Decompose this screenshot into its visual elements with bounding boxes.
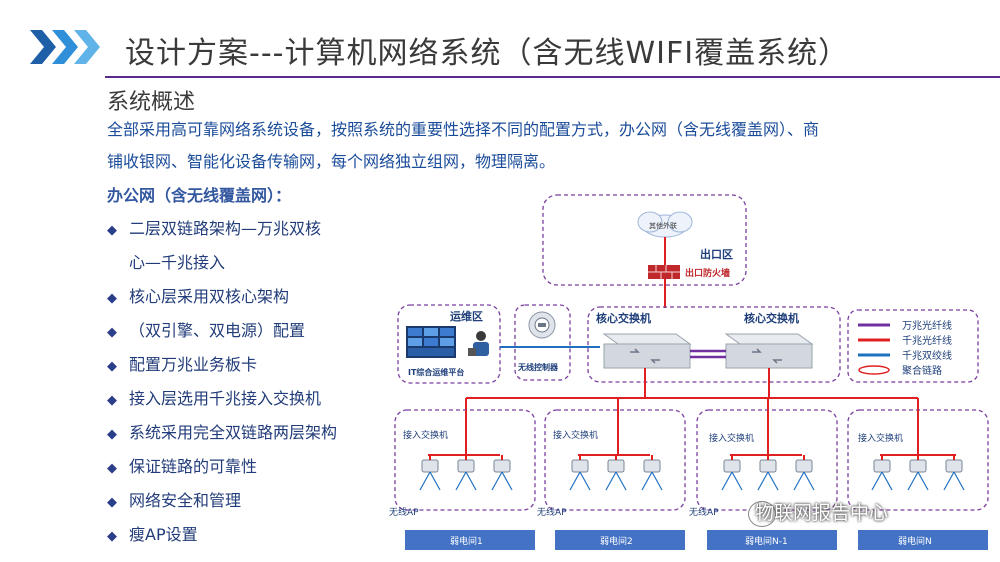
bullet-item: ◆配置万兆业务板卡 [107, 348, 337, 382]
core-switch-icon [602, 333, 692, 369]
network-topology-diagram: 其他外联 出口区 出口防火墙 运维区 [389, 194, 989, 550]
core-switch-label-1: 核心交换机 [596, 311, 651, 325]
access-rooms: 接入交换机 无线AP 弱电间1 接入交换机 无线AP [389, 409, 989, 550]
cloud-label: 其他外联 [649, 221, 677, 230]
diamond-bullet-icon: ◆ [107, 325, 117, 340]
bullet-item: ◆系统采用完全双链路两层架构 [107, 416, 337, 450]
core-zone-box [587, 306, 841, 383]
access-switch-label: 接入交换机 [709, 432, 754, 444]
firewall-icon [648, 265, 680, 279]
bullet-item: ◆保证链路的可靠性 [107, 450, 337, 484]
wireless-controller-box [514, 304, 571, 381]
bullet-item: ◆二层双链路架构—万兆双核 [107, 212, 337, 246]
room-bar [405, 530, 535, 550]
room-label: 弱电间N-1 [745, 535, 788, 547]
ops-zone-box [397, 304, 501, 384]
wireless-controller-icon [528, 311, 556, 339]
title-divider [105, 76, 1000, 78]
room-label: 弱电间2 [600, 535, 633, 547]
diamond-bullet-icon: ◆ [107, 529, 117, 544]
bullet-list: ◆二层双链路架构—万兆双核 心—千兆接入 ◆核心层采用双核心架构 ◆（双引擎、双… [107, 212, 337, 552]
diamond-bullet-icon: ◆ [107, 495, 117, 510]
room-bar [858, 530, 988, 550]
wechat-logo-icon [748, 501, 776, 527]
legend-label: 千兆光纤线 [902, 334, 952, 347]
bullet-item: ◆瘦AP设置 [107, 518, 337, 552]
chevron-arrows-icon [30, 30, 100, 64]
bullet-item: ◆网络安全和管理 [107, 484, 337, 518]
intro-line: 全部采用高可靠网络系统设备，按照系统的重要性选择不同的配置方式，办公网（含无线覆… [107, 120, 820, 139]
operator-icon [468, 331, 489, 356]
bullet-item: ◆接入层选用千兆接入交换机 [107, 382, 337, 416]
ops-platform-label: IT综合运维平台 [408, 367, 464, 377]
diamond-bullet-icon: ◆ [107, 359, 117, 374]
access-switch-label: 接入交换机 [403, 429, 448, 441]
diamond-bullet-icon: ◆ [107, 223, 117, 238]
legend-label: 万兆光纤线 [902, 319, 952, 332]
core-switch-label-2: 核心交换机 [744, 311, 799, 325]
ap-label: 无线AP [537, 506, 567, 518]
watermark: 物联网报告中心 [755, 502, 889, 524]
ops-zone-label: 运维区 [450, 309, 483, 323]
bullet-item: ◆核心层采用双核心架构 [107, 280, 337, 314]
core-switch-icon [724, 333, 814, 369]
room-label: 弱电间N [898, 535, 932, 547]
diamond-bullet-icon: ◆ [107, 291, 117, 306]
ap-label: 无线AP [389, 506, 419, 518]
bullet-item-continuation: 心—千兆接入 [129, 253, 226, 272]
exit-zone-label: 出口区 [700, 247, 733, 261]
legend-label: 聚合链路 [902, 364, 942, 377]
bullet-item: ◆（双引擎、双电源）配置 [107, 314, 337, 348]
subheading: 办公网（含无线覆盖网）： [107, 186, 292, 205]
intro-line: 铺收银网、智能化设备传输网，每个网络独立组网，物理隔离。 [107, 152, 556, 171]
diamond-bullet-icon: ◆ [107, 427, 117, 442]
monitor-wall-icon [406, 326, 456, 358]
legend-box [847, 309, 979, 383]
room-bar [555, 530, 685, 550]
legend-label: 千兆双绞线 [902, 349, 952, 362]
room-bar [707, 530, 837, 550]
access-switch-label: 接入交换机 [553, 429, 598, 441]
exit-zone-box [542, 194, 747, 286]
intro-paragraph: 全部采用高可靠网络系统设备，按照系统的重要性选择不同的配置方式，办公网（含无线覆… [107, 114, 987, 178]
page-title: 设计方案---计算机网络系统（含无线WIFI覆盖系统） [125, 36, 850, 71]
cloud-icon [637, 211, 693, 238]
access-switch-label: 接入交换机 [858, 432, 903, 444]
section-title: 系统概述 [107, 90, 196, 115]
diamond-bullet-icon: ◆ [107, 461, 117, 476]
access-room-box [544, 409, 686, 511]
firewall-label: 出口防火墙 [685, 267, 730, 279]
diamond-bullet-icon: ◆ [107, 393, 117, 408]
ap-label: 无线AP [689, 506, 719, 518]
room-label: 弱电间1 [450, 535, 483, 547]
wireless-controller-label: 无线控制器 [517, 362, 559, 372]
